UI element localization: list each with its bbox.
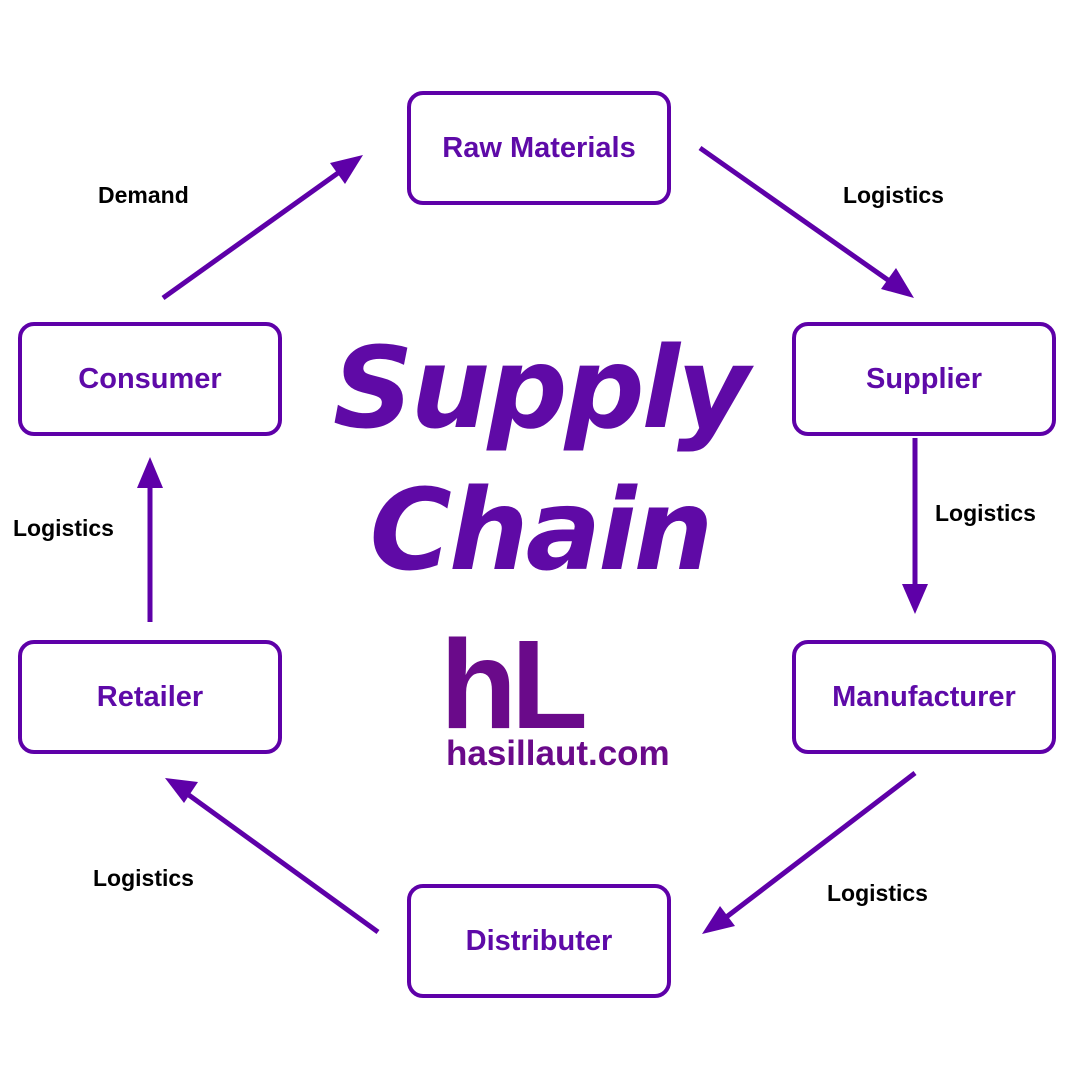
node-manufacturer-label: Manufacturer [832, 680, 1016, 713]
node-raw-materials-label: Raw Materials [442, 131, 636, 164]
arrowhead-supplier-to-manufacturer [902, 584, 928, 614]
arrow-distributer-to-retailer [173, 782, 380, 935]
title-line-supply: Supply [332, 324, 750, 454]
arrowhead-consumer-to-raw [330, 155, 363, 184]
edge-label-manufacturer-to-distributer: Logistics [827, 880, 928, 906]
brand-logo-mark: hL [440, 614, 588, 755]
edge-label-consumer-to-raw: Demand [98, 182, 189, 208]
arrowhead-distributer-to-retailer [165, 778, 198, 803]
edge-label-raw-to-supplier: Logistics [843, 182, 944, 208]
node-consumer-label: Consumer [78, 362, 222, 395]
node-distributer: Distributer [407, 884, 671, 998]
node-raw-materials: Raw Materials [407, 91, 671, 205]
node-supplier: Supplier [792, 322, 1056, 436]
edge-label-retailer-to-consumer: Logistics [13, 515, 114, 541]
node-retailer-label: Retailer [96, 680, 204, 713]
arrowhead-manufacturer-to-distributer [702, 906, 735, 934]
arrow-consumer-to-raw [161, 160, 354, 301]
node-supplier-label: Supplier [865, 362, 982, 395]
title-line-chain: Chain [369, 466, 714, 596]
edge-label-supplier-to-manufacturer: Logistics [935, 500, 1036, 526]
node-consumer: Consumer [18, 322, 282, 436]
diagram-title: Supply Chain [330, 318, 750, 602]
edge-label-distributer-to-retailer: Logistics [93, 865, 194, 891]
node-distributer-label: Distributer [465, 924, 613, 957]
brand-domain-text: hasillaut.com [446, 734, 670, 773]
node-retailer: Retailer [18, 640, 282, 754]
node-manufacturer: Manufacturer [792, 640, 1056, 754]
arrow-manufacturer-to-distributer [710, 771, 917, 930]
arrow-raw-to-supplier [698, 145, 907, 295]
arrowhead-retailer-to-consumer [137, 457, 163, 488]
arrowhead-raw-to-supplier [881, 268, 914, 298]
